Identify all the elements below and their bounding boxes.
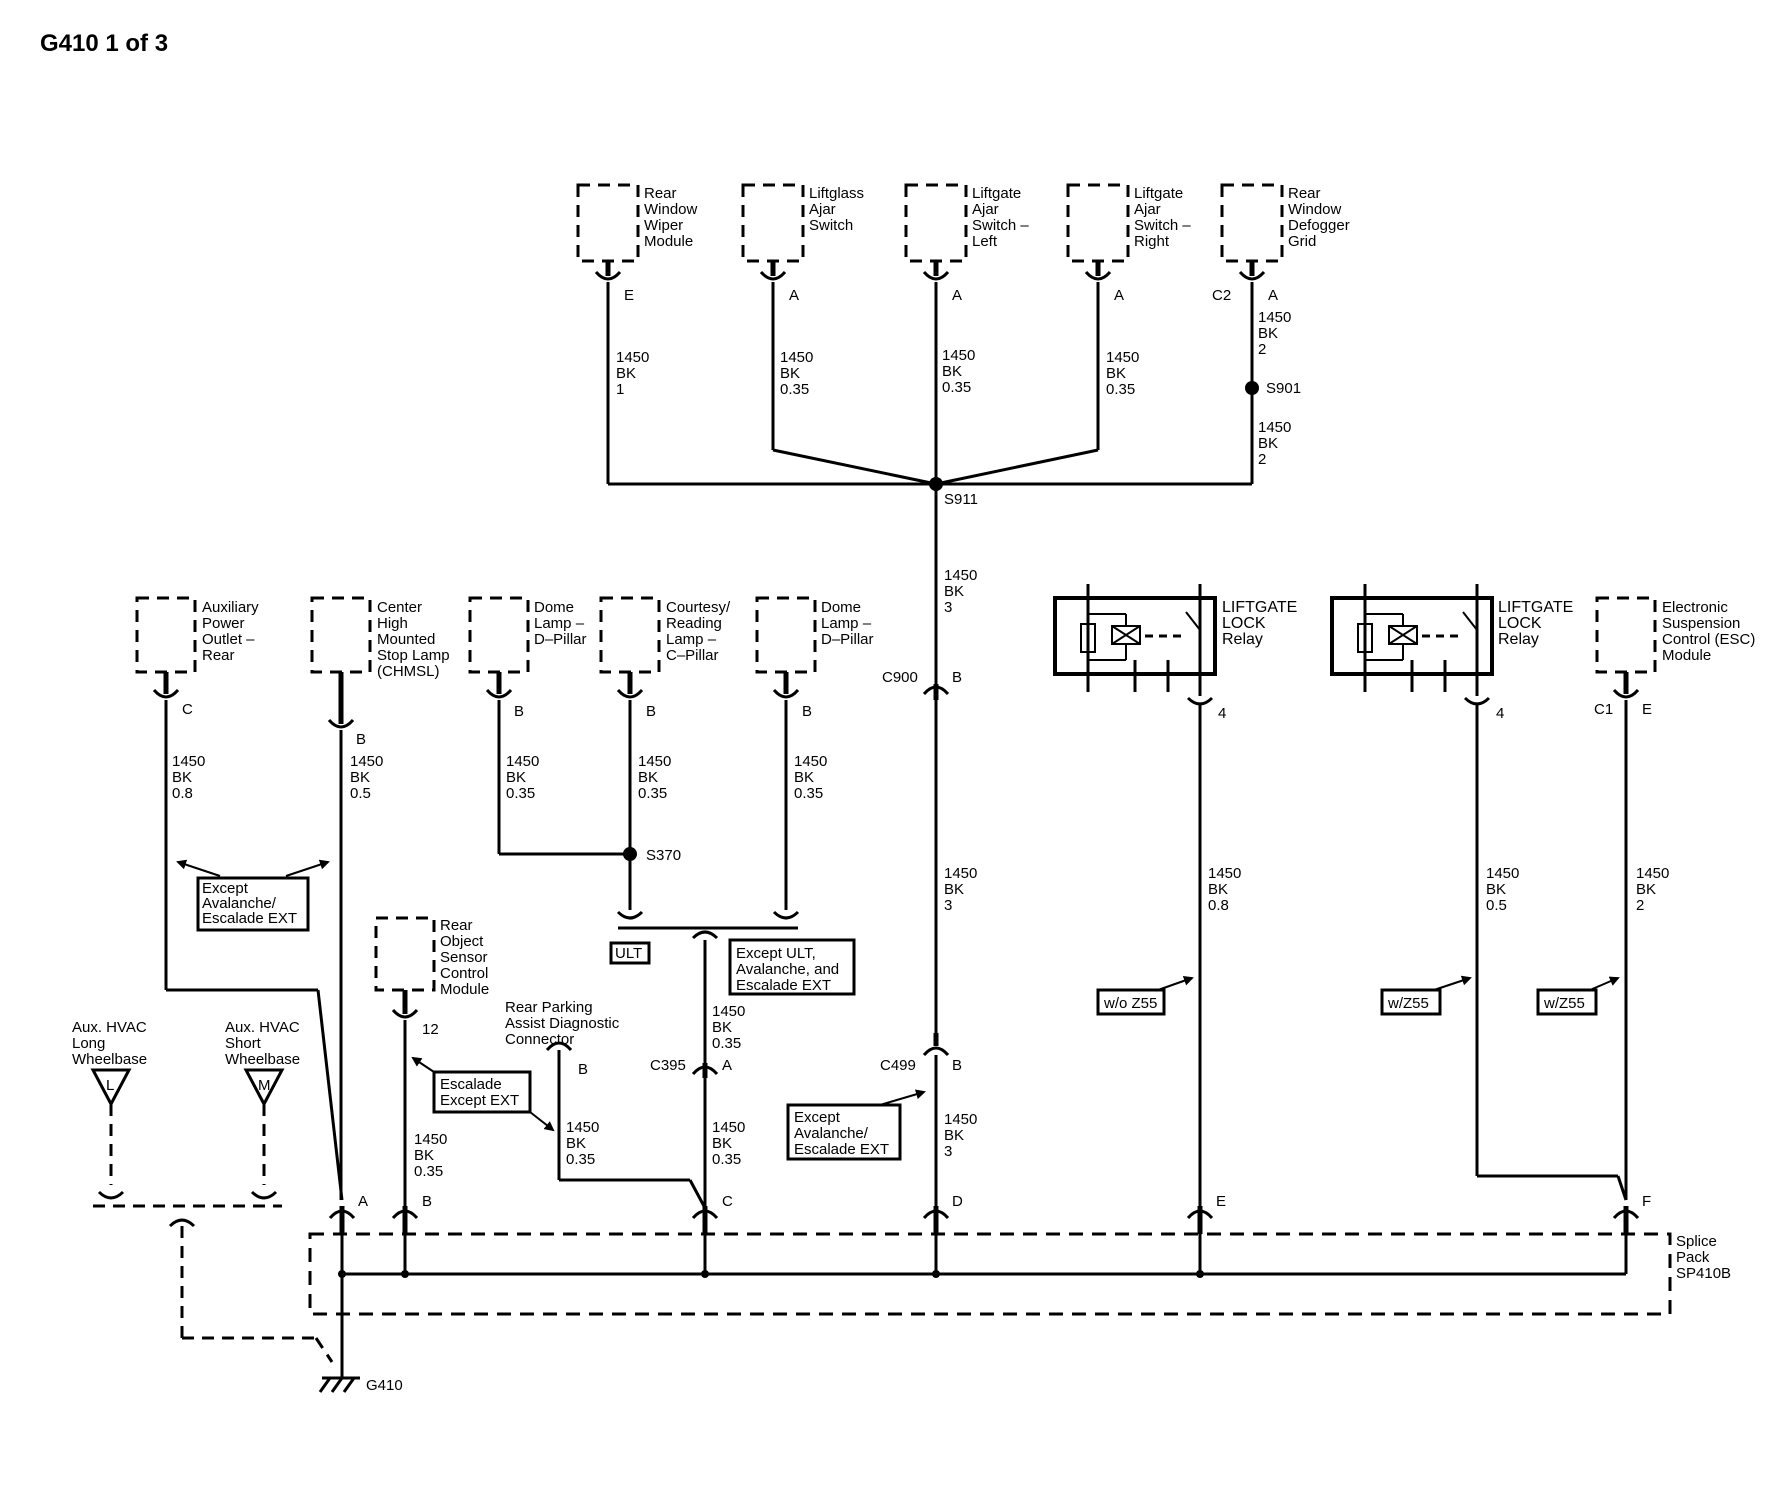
component-box-liftgate-left [904, 183, 968, 263]
splice-dot [1245, 381, 1259, 395]
wire-label: 1450 BK 2 [1258, 419, 1296, 468]
wire-label: 1450 BK 0.35 [712, 1119, 750, 1168]
wire-label: 1450 BK 2 [1258, 309, 1296, 358]
pin-label: E [1216, 1193, 1226, 1210]
connector-label-c395: C395 [650, 1057, 686, 1074]
note-except-ult: Except ULT, Avalanche, and Escalade EXT [736, 945, 843, 994]
wire-label: 1450 BK 0.35 [414, 1131, 452, 1180]
wire-label: 1450 BK 0.35 [1106, 349, 1144, 398]
pin-label: C [182, 701, 193, 718]
connector-label-c499: C499 [880, 1057, 916, 1074]
note-except-avalanche-2: Except Avalanche/ Escalade EXT [794, 1109, 889, 1158]
component-box-defogger [1220, 183, 1284, 263]
splice-label-s911: S911 [944, 491, 978, 508]
page-title: G410 1 of 3 [40, 30, 169, 57]
pin-label: A [1114, 287, 1124, 304]
wire-label: 1450 BK 0.8 [172, 753, 210, 802]
label-courtesy-lamp: Courtesy/ Reading Lamp – C–Pillar [666, 599, 734, 664]
note-ult: ULT [615, 945, 642, 962]
wire-label: 1450 BK 0.35 [780, 349, 818, 398]
label-splice-pack: Splice Pack SP410B [1676, 1233, 1731, 1282]
pin-label: 12 [422, 1021, 439, 1038]
pin-label: 4 [1218, 705, 1226, 722]
splice-dot [623, 847, 637, 861]
pin-label: B [578, 1061, 588, 1078]
wire-label: 1450 BK 0.8 [1208, 865, 1246, 914]
label-aux-hvac-long: Aux. HVAC Long Wheelbase [72, 1019, 151, 1068]
wire-label: 1450 BK 0.35 [712, 1003, 750, 1052]
pin-label: B [646, 703, 656, 720]
component-box-rear-wiper [576, 183, 640, 263]
wire-label: 1450 BK 0.35 [506, 753, 544, 802]
pin-label: F [1642, 1193, 1651, 1210]
label-rear-parking-connector: Rear Parking Assist Diagnostic Connector [505, 999, 623, 1048]
pin-label: C2 [1212, 287, 1231, 304]
wire-label: 1450 BK 1 [616, 349, 654, 398]
pin-label: A [789, 287, 799, 304]
pin-symbol [594, 261, 1266, 281]
component-box-liftglass [741, 183, 805, 263]
pin-label: B [952, 669, 962, 686]
label-dome-lamp-1: Dome Lamp – D–Pillar [534, 599, 588, 648]
pin-label: B [356, 731, 366, 748]
pin-label: C1 [1594, 701, 1613, 718]
label-liftgate-relay-2: LIFTGATE LOCK Relay [1498, 599, 1578, 648]
note-escalade: Escalade Except EXT [440, 1076, 519, 1109]
ground-label: G410 [366, 1377, 403, 1394]
pin-label: E [624, 287, 634, 304]
wire-label: 1450 BK 3 [944, 567, 982, 616]
splice-label-s901: S901 [1266, 380, 1301, 397]
note-except-avalanche-1: Except Avalanche/ Escalade EXT [202, 880, 297, 927]
hvac-symbol-m: M [258, 1077, 271, 1094]
note-w-z55: w/Z55 [1387, 995, 1429, 1012]
label-liftgate-ajar-left: Liftgate Ajar Switch – Left [972, 185, 1033, 250]
pin-label: B [514, 703, 524, 720]
label-dome-lamp-2: Dome Lamp – D–Pillar [821, 599, 875, 648]
label-rear-object-sensor: Rear Object Sensor Control Module [440, 917, 493, 998]
connector-label-c900: C900 [882, 669, 918, 686]
pin-label: C [722, 1193, 733, 1210]
pin-label: A [952, 287, 962, 304]
hvac-symbol-l: L [106, 1077, 114, 1094]
pin-label: D [952, 1193, 963, 1210]
label-liftgate-relay-1: LIFTGATE LOCK Relay [1222, 599, 1302, 648]
wire-label: 1450 BK 0.5 [350, 753, 388, 802]
label-aux-power: Auxiliary Power Outlet – Rear [202, 599, 263, 664]
pin-label: A [358, 1193, 368, 1210]
wire-label: 1450 BK 0.35 [794, 753, 832, 802]
pin-label: 4 [1496, 705, 1504, 722]
pin-label: A [722, 1057, 732, 1074]
wire-label: 1450 BK 0.35 [942, 347, 980, 396]
label-rear-wiper: Rear Window Wiper Module [644, 185, 702, 250]
wire-label: 1450 BK 0.35 [566, 1119, 604, 1168]
label-aux-hvac-short: Aux. HVAC Short Wheelbase [225, 1019, 304, 1068]
wire-label: 1450 BK 3 [944, 1111, 982, 1160]
label-liftglass-ajar: Liftglass Ajar Switch [809, 185, 868, 234]
wire-label: 1450 BK 3 [944, 865, 982, 914]
label-chmsl: Center High Mounted Stop Lamp (CHMSL) [377, 599, 454, 680]
pin-label: B [802, 703, 812, 720]
note-wo-z55: w/o Z55 [1103, 995, 1157, 1012]
wire-label: 1450 BK 2 [1636, 865, 1674, 914]
splice-dot [929, 477, 943, 491]
note-w-z55: w/Z55 [1543, 995, 1585, 1012]
component-box-liftgate-right [1066, 183, 1130, 263]
label-rear-defogger: Rear Window Defogger Grid [1288, 185, 1354, 250]
wire-label: 1450 BK 0.5 [1486, 865, 1524, 914]
label-esc-module: Electronic Suspension Control (ESC) Modu… [1662, 599, 1760, 664]
pin-label: E [1642, 701, 1652, 718]
pin-label: B [422, 1193, 432, 1210]
label-liftgate-ajar-right: Liftgate Ajar Switch – Right [1134, 185, 1195, 250]
wire-label: 1450 BK 0.35 [638, 753, 676, 802]
splice-label-s370: S370 [646, 847, 681, 864]
pin-label: B [952, 1057, 962, 1074]
pin-label: A [1268, 287, 1278, 304]
